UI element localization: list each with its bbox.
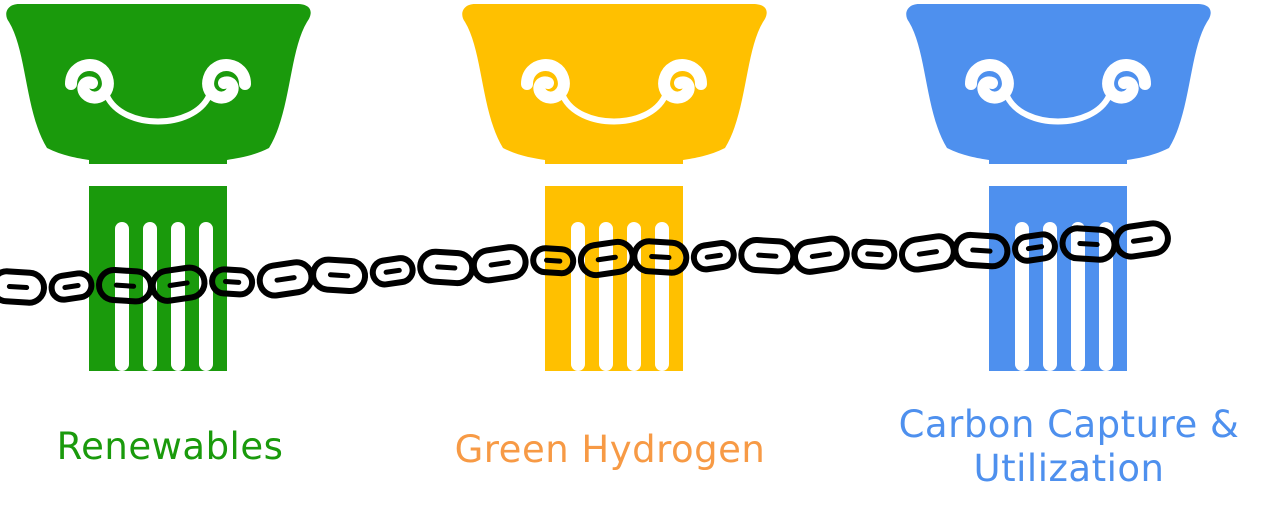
- chain-link: [530, 245, 577, 277]
- chain-link: [48, 270, 95, 303]
- chain-link: [899, 233, 957, 273]
- chain-link: [0, 268, 47, 306]
- chain-link: [470, 244, 529, 284]
- chain-link: [256, 259, 315, 299]
- chain-link: [417, 248, 476, 287]
- column-renewables-shape: [6, 4, 311, 371]
- chain-link: [631, 238, 690, 276]
- label-green-hydrogen: Green Hydrogen: [454, 428, 766, 471]
- chain-link: [369, 255, 416, 288]
- column-carbon-shape: [906, 4, 1211, 371]
- chain-link: [952, 231, 1011, 270]
- chain-link: [738, 237, 797, 275]
- pillar-renewables-column: [6, 4, 311, 371]
- chain-link: [1113, 220, 1171, 260]
- label-renewables: Renewables: [56, 425, 284, 468]
- chain-link: [149, 264, 208, 304]
- pillar-carbon-column: [906, 4, 1211, 371]
- column-hydrogen-shape: [462, 4, 767, 371]
- chain-link: [792, 235, 850, 275]
- chain-link: [1012, 231, 1058, 264]
- chain-link: [310, 256, 369, 294]
- chain-link: [690, 240, 737, 273]
- chain-link: [851, 238, 898, 270]
- chain-link: [209, 266, 256, 298]
- chain-icon: [0, 220, 1171, 306]
- label-carbon-capture: Carbon Capture & Utilization: [898, 403, 1240, 490]
- pillar-hydrogen-column: [462, 4, 767, 371]
